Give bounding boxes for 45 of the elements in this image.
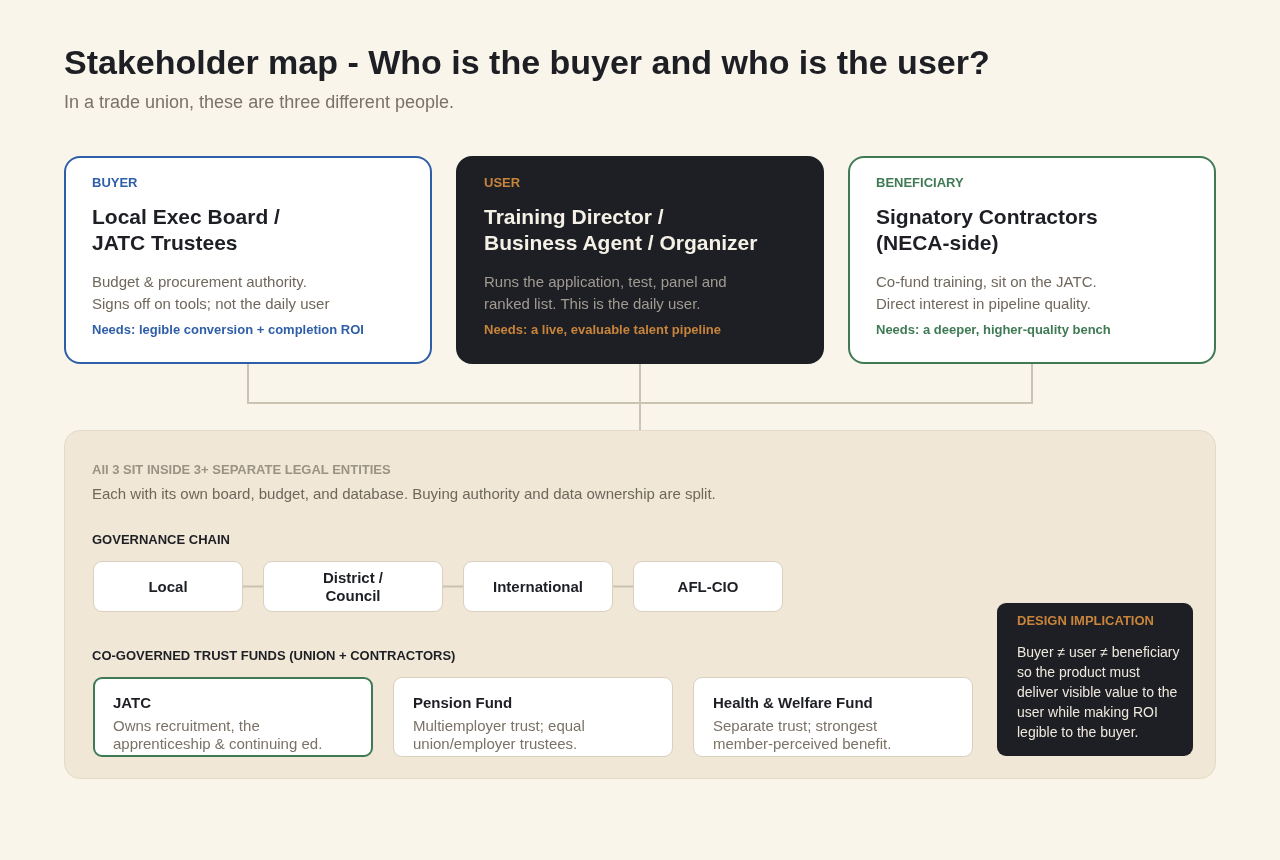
panel-description: Each with its own board, budget, and database. Buying authority and data ownership are split. bbox=[92, 484, 716, 504]
governance-box bbox=[633, 561, 783, 612]
role-tag: USER bbox=[484, 175, 521, 191]
fund-name: JATC bbox=[113, 693, 152, 713]
title: Stakeholder map - Who is the buyer and who is the user? bbox=[64, 42, 990, 82]
fund-name: Pension Fund bbox=[413, 693, 513, 713]
legal-entities-panel bbox=[64, 430, 1216, 779]
stakeholder-card bbox=[456, 156, 824, 364]
role-title: Training Director / Business Agent / Organizer bbox=[484, 204, 759, 256]
role-title: Local Exec Board / JATC Trustees bbox=[92, 204, 281, 256]
section-heading: GOVERNANCE CHAIN bbox=[92, 532, 230, 548]
needs-statement: Needs: a deeper, higher-quality bench bbox=[876, 321, 1111, 339]
role-title: Signatory Contractors (NECA-side) bbox=[876, 204, 1099, 256]
org-name: District / Council bbox=[322, 568, 384, 605]
fund-description: Multiemployer trust; equal union/employer trustees. bbox=[413, 717, 586, 753]
connector-line bbox=[442, 585, 464, 588]
trust-fund-card bbox=[693, 677, 973, 757]
trust-fund-card bbox=[93, 677, 373, 757]
needs-statement: Needs: a live, evaluable talent pipeline bbox=[484, 321, 721, 339]
governance-box bbox=[463, 561, 613, 612]
role-tag: BUYER bbox=[92, 175, 138, 191]
role-description: Budget & procurement authority. Signs off on tools; not the daily user bbox=[92, 272, 331, 314]
org-name: International bbox=[493, 577, 583, 596]
section-heading: CO-GOVERNED TRUST FUNDS (UNION + CONTRACTORS) bbox=[92, 648, 456, 664]
callout-heading: DESIGN IMPLICATION bbox=[1017, 613, 1154, 629]
fund-name: Health & Welfare Fund bbox=[713, 693, 873, 713]
stakeholder-card bbox=[64, 156, 432, 364]
role-description: Runs the application, test, panel and ranked list. This is the daily user. bbox=[484, 272, 728, 314]
section-kicker: All 3 SIT INSIDE 3+ SEPARATE LEGAL ENTITIES bbox=[92, 462, 391, 478]
design-implication-callout bbox=[997, 603, 1193, 756]
fund-description: Owns recruitment, the apprenticeship & continuing ed. bbox=[113, 717, 324, 753]
role-tag: BENEFICIARY bbox=[876, 175, 964, 191]
org-name: Local bbox=[148, 577, 188, 596]
governance-box bbox=[263, 561, 443, 612]
connector-line bbox=[242, 585, 264, 588]
stakeholder-card bbox=[848, 156, 1216, 364]
trust-fund-card bbox=[393, 677, 673, 757]
connector-line bbox=[612, 585, 634, 588]
role-description: Co-fund training, sit on the JATC. Direct interest in pipeline quality. bbox=[876, 272, 1098, 314]
org-name: AFL-CIO bbox=[677, 577, 739, 596]
governance-box bbox=[93, 561, 243, 612]
subtitle: In a trade union, these are three different people. bbox=[64, 91, 454, 113]
needs-statement: Needs: legible conversion + completion ROI bbox=[92, 321, 364, 339]
fund-description: Separate trust; strongest member-perceived benefit. bbox=[713, 717, 893, 753]
callout-text: Buyer ≠ user ≠ beneficiary so the product must deliver visible value to the user while making ROI legible to the buyer. bbox=[1017, 643, 1181, 742]
